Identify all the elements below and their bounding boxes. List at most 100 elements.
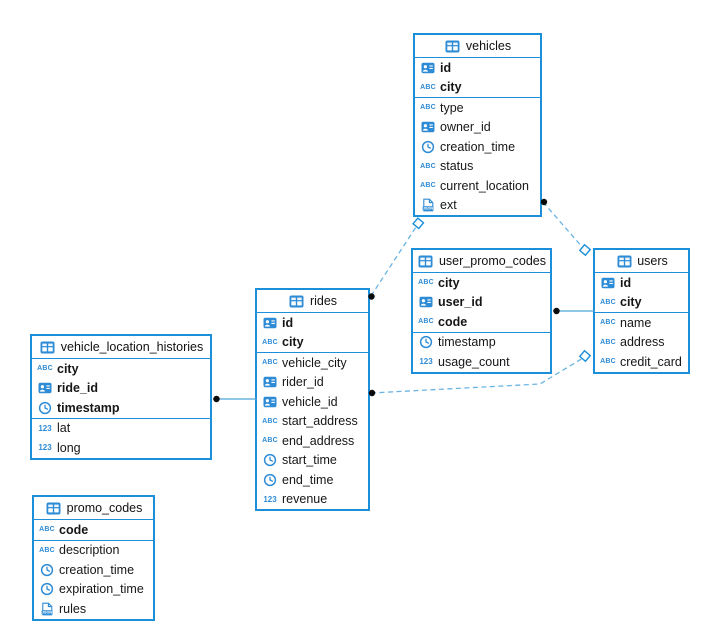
field-row[interactable]: ABC credit_card	[595, 352, 688, 372]
field-row[interactable]: 123 revenue	[257, 490, 368, 510]
uuid-icon	[417, 295, 435, 309]
text-icon: ABC	[600, 298, 616, 306]
field-name: rider_id	[282, 375, 324, 390]
field-row[interactable]: ABC type	[415, 98, 540, 118]
field-row[interactable]: rules	[34, 599, 153, 619]
field-row[interactable]: ABC status	[415, 157, 540, 177]
field-name: lat	[57, 421, 71, 436]
field-row[interactable]: ABC city	[415, 78, 540, 98]
field-name: creation_time	[440, 139, 516, 154]
text-icon: ABC	[262, 359, 278, 367]
field-row[interactable]: ABC city	[413, 273, 550, 293]
field-name: vehicle_id	[282, 394, 338, 409]
field-row[interactable]: creation_time	[415, 137, 540, 157]
number-icon: 123	[38, 423, 52, 433]
field-row[interactable]: ABC city	[32, 359, 210, 379]
field-row[interactable]: id	[415, 58, 540, 78]
field-name: id	[440, 60, 452, 75]
field-name: city	[438, 275, 460, 290]
field-row[interactable]: creation_time	[34, 560, 153, 580]
field-name: status	[440, 159, 474, 174]
field-name: city	[620, 295, 642, 310]
field-row[interactable]: end_time	[257, 470, 368, 490]
table-icon	[615, 255, 633, 268]
field-name: rules	[59, 601, 87, 616]
primary-key-section: id ABC city	[257, 313, 368, 353]
field-name: timestamp	[438, 335, 496, 350]
table-title: vehicle_location_histories	[60, 340, 204, 354]
field-name: expiration_time	[59, 582, 144, 597]
field-row[interactable]: ABC city	[595, 293, 688, 313]
table-vehicles[interactable]: vehicles id ABC city ABC type owner_id	[413, 33, 542, 217]
field-row[interactable]: ABC code	[413, 312, 550, 332]
table-icon	[39, 341, 57, 354]
field-row[interactable]: ABC code	[34, 520, 153, 540]
table-title: rides	[309, 294, 338, 308]
field-row[interactable]: ABC description	[34, 541, 153, 561]
table-promo-codes[interactable]: promo_codes ABC code ABC description cre…	[32, 495, 155, 621]
table-title: vehicles	[465, 39, 512, 53]
field-row[interactable]: id	[257, 313, 368, 333]
table-users[interactable]: users id ABC city ABC name ABC address A…	[593, 248, 690, 374]
relationship-endpoint-diamond	[412, 217, 425, 230]
field-row[interactable]: 123 usage_count	[413, 352, 550, 372]
uuid-icon	[261, 395, 279, 409]
table-header[interactable]: users	[595, 250, 688, 273]
clock-icon	[417, 335, 435, 349]
text-icon: ABC	[418, 279, 434, 287]
field-row[interactable]: ABC start_address	[257, 412, 368, 432]
clock-icon	[261, 453, 279, 467]
primary-key-section: ABC city user_id ABC code	[413, 273, 550, 333]
fields-section: ABC vehicle_city rider_id vehicle_id ABC…	[257, 353, 368, 509]
primary-key-section: ABC code	[34, 520, 153, 541]
field-row[interactable]: start_time	[257, 451, 368, 471]
field-row[interactable]: timestamp	[32, 398, 210, 418]
table-header[interactable]: user_promo_codes	[413, 250, 550, 273]
field-row[interactable]: timestamp	[413, 333, 550, 353]
field-row[interactable]: ext	[415, 196, 540, 216]
uuid-icon	[261, 316, 279, 330]
clock-icon	[419, 140, 437, 154]
relationship-endpoint-dot	[553, 307, 560, 315]
field-name: code	[438, 314, 468, 329]
field-row[interactable]: user_id	[413, 293, 550, 313]
table-icon	[444, 40, 462, 53]
field-name: id	[620, 275, 632, 290]
field-row[interactable]: ABC address	[595, 333, 688, 353]
field-name: start_address	[282, 414, 358, 429]
field-name: long	[57, 440, 81, 455]
text-icon: ABC	[39, 546, 55, 554]
connector-vehicles-users	[542, 201, 584, 249]
table-header[interactable]: vehicles	[415, 35, 540, 58]
table-header[interactable]: vehicle_location_histories	[32, 336, 210, 359]
field-name: ride_id	[57, 381, 98, 396]
primary-key-section: id ABC city	[595, 273, 688, 313]
number-icon: 123	[419, 357, 433, 367]
field-row[interactable]: vehicle_id	[257, 392, 368, 412]
field-name: name	[620, 315, 652, 330]
field-row[interactable]: ABC name	[595, 313, 688, 333]
field-row[interactable]: expiration_time	[34, 580, 153, 600]
field-row[interactable]: ride_id	[32, 379, 210, 399]
field-row[interactable]: ABC end_address	[257, 431, 368, 451]
table-rides[interactable]: rides id ABC city ABC vehicle_city rider…	[255, 288, 370, 511]
table-user-promo-codes[interactable]: user_promo_codes ABC city user_id ABC co…	[411, 248, 552, 374]
field-row[interactable]: ABC city	[257, 333, 368, 353]
table-header[interactable]: rides	[257, 290, 368, 313]
clock-icon	[38, 582, 56, 596]
field-row[interactable]: owner_id	[415, 118, 540, 138]
field-row[interactable]: id	[595, 273, 688, 293]
field-row[interactable]: ABC current_location	[415, 176, 540, 196]
text-icon: ABC	[600, 338, 616, 346]
field-row[interactable]: 123 long	[32, 438, 210, 458]
table-vehicle-location-histories[interactable]: vehicle_location_histories ABC city ride…	[30, 334, 212, 460]
table-header[interactable]: promo_codes	[34, 497, 153, 520]
field-row[interactable]: 123 lat	[32, 419, 210, 439]
text-icon: ABC	[420, 83, 436, 91]
field-row[interactable]: rider_id	[257, 373, 368, 393]
field-name: user_id	[438, 295, 483, 310]
table-icon	[288, 295, 306, 308]
uuid-icon	[599, 276, 617, 290]
field-row[interactable]: ABC vehicle_city	[257, 353, 368, 373]
